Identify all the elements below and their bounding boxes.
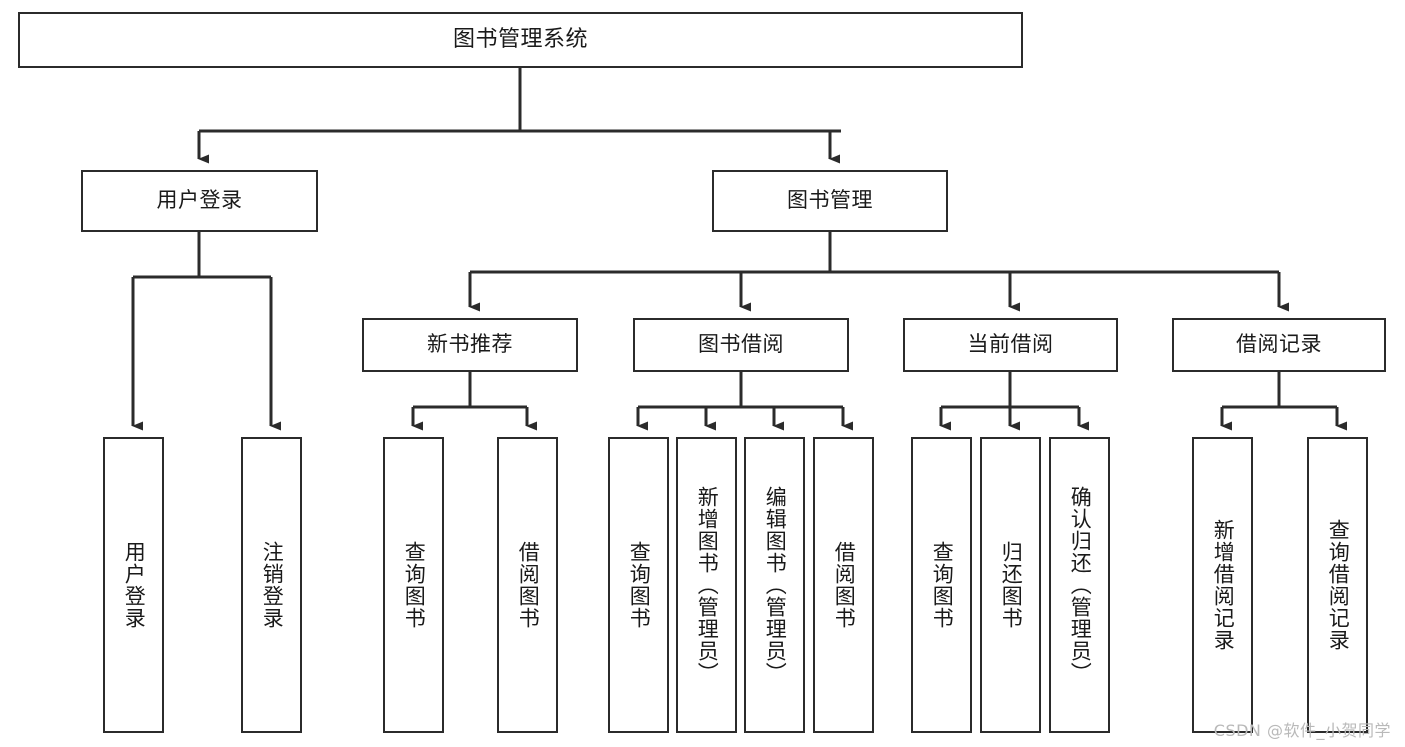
- node-label: 借阅记录: [1236, 332, 1322, 357]
- node-label: 当前借阅: [967, 332, 1054, 357]
- node-root-book-management-system[interactable]: 图书管理系统: [18, 12, 1023, 68]
- node-leaf-logout[interactable]: 注销登录: [241, 437, 302, 733]
- node-leaf-query-borrow-record[interactable]: 查询借阅记录: [1307, 437, 1368, 733]
- node-leaf-return-book[interactable]: 归还图书: [980, 437, 1041, 733]
- node-label: 查询图书: [402, 541, 427, 629]
- node-leaf-borrow-book-new-book[interactable]: 借阅图书: [497, 437, 558, 733]
- node-leaf-query-book-borrow[interactable]: 查询图书: [608, 437, 669, 733]
- node-label: 编辑图书（管理员）: [763, 486, 788, 684]
- node-label: 新增图书（管理员）: [695, 486, 720, 684]
- node-leaf-borrow-book-borrow[interactable]: 借阅图书: [813, 437, 874, 733]
- node-label: 图书管理系统: [452, 26, 588, 52]
- node-leaf-add-borrow-record[interactable]: 新增借阅记录: [1192, 437, 1253, 733]
- node-label: 新增借阅记录: [1211, 519, 1236, 651]
- node-borrow-record[interactable]: 借阅记录: [1172, 318, 1386, 372]
- node-label: 借阅图书: [516, 541, 541, 629]
- node-label: 用户登录: [122, 541, 147, 629]
- node-book-management[interactable]: 图书管理: [712, 170, 948, 232]
- node-user-login[interactable]: 用户登录: [81, 170, 318, 232]
- node-leaf-confirm-return-admin[interactable]: 确认归还（管理员）: [1049, 437, 1110, 733]
- node-label: 借阅图书: [832, 541, 857, 629]
- node-current-borrow[interactable]: 当前借阅: [903, 318, 1118, 372]
- node-label: 查询借阅记录: [1326, 519, 1351, 651]
- node-leaf-edit-book-admin[interactable]: 编辑图书（管理员）: [744, 437, 805, 733]
- node-label: 查询图书: [627, 541, 652, 629]
- node-new-book-recommendation[interactable]: 新书推荐: [362, 318, 578, 372]
- node-label: 查询图书: [930, 541, 955, 629]
- node-leaf-query-book-current[interactable]: 查询图书: [911, 437, 972, 733]
- node-label: 注销登录: [260, 541, 285, 629]
- node-label: 用户登录: [156, 188, 243, 213]
- node-book-borrow[interactable]: 图书借阅: [633, 318, 849, 372]
- node-leaf-user-login[interactable]: 用户登录: [103, 437, 164, 733]
- node-leaf-add-book-admin[interactable]: 新增图书（管理员）: [676, 437, 737, 733]
- node-label: 新书推荐: [427, 332, 513, 357]
- watermark-text: CSDN @软件_小贺同学: [1213, 721, 1391, 740]
- node-label: 图书借阅: [698, 332, 784, 357]
- node-label: 图书管理: [787, 188, 873, 213]
- node-leaf-query-book-new-book[interactable]: 查询图书: [383, 437, 444, 733]
- node-label: 归还图书: [999, 541, 1024, 629]
- node-label: 确认归还（管理员）: [1068, 486, 1093, 684]
